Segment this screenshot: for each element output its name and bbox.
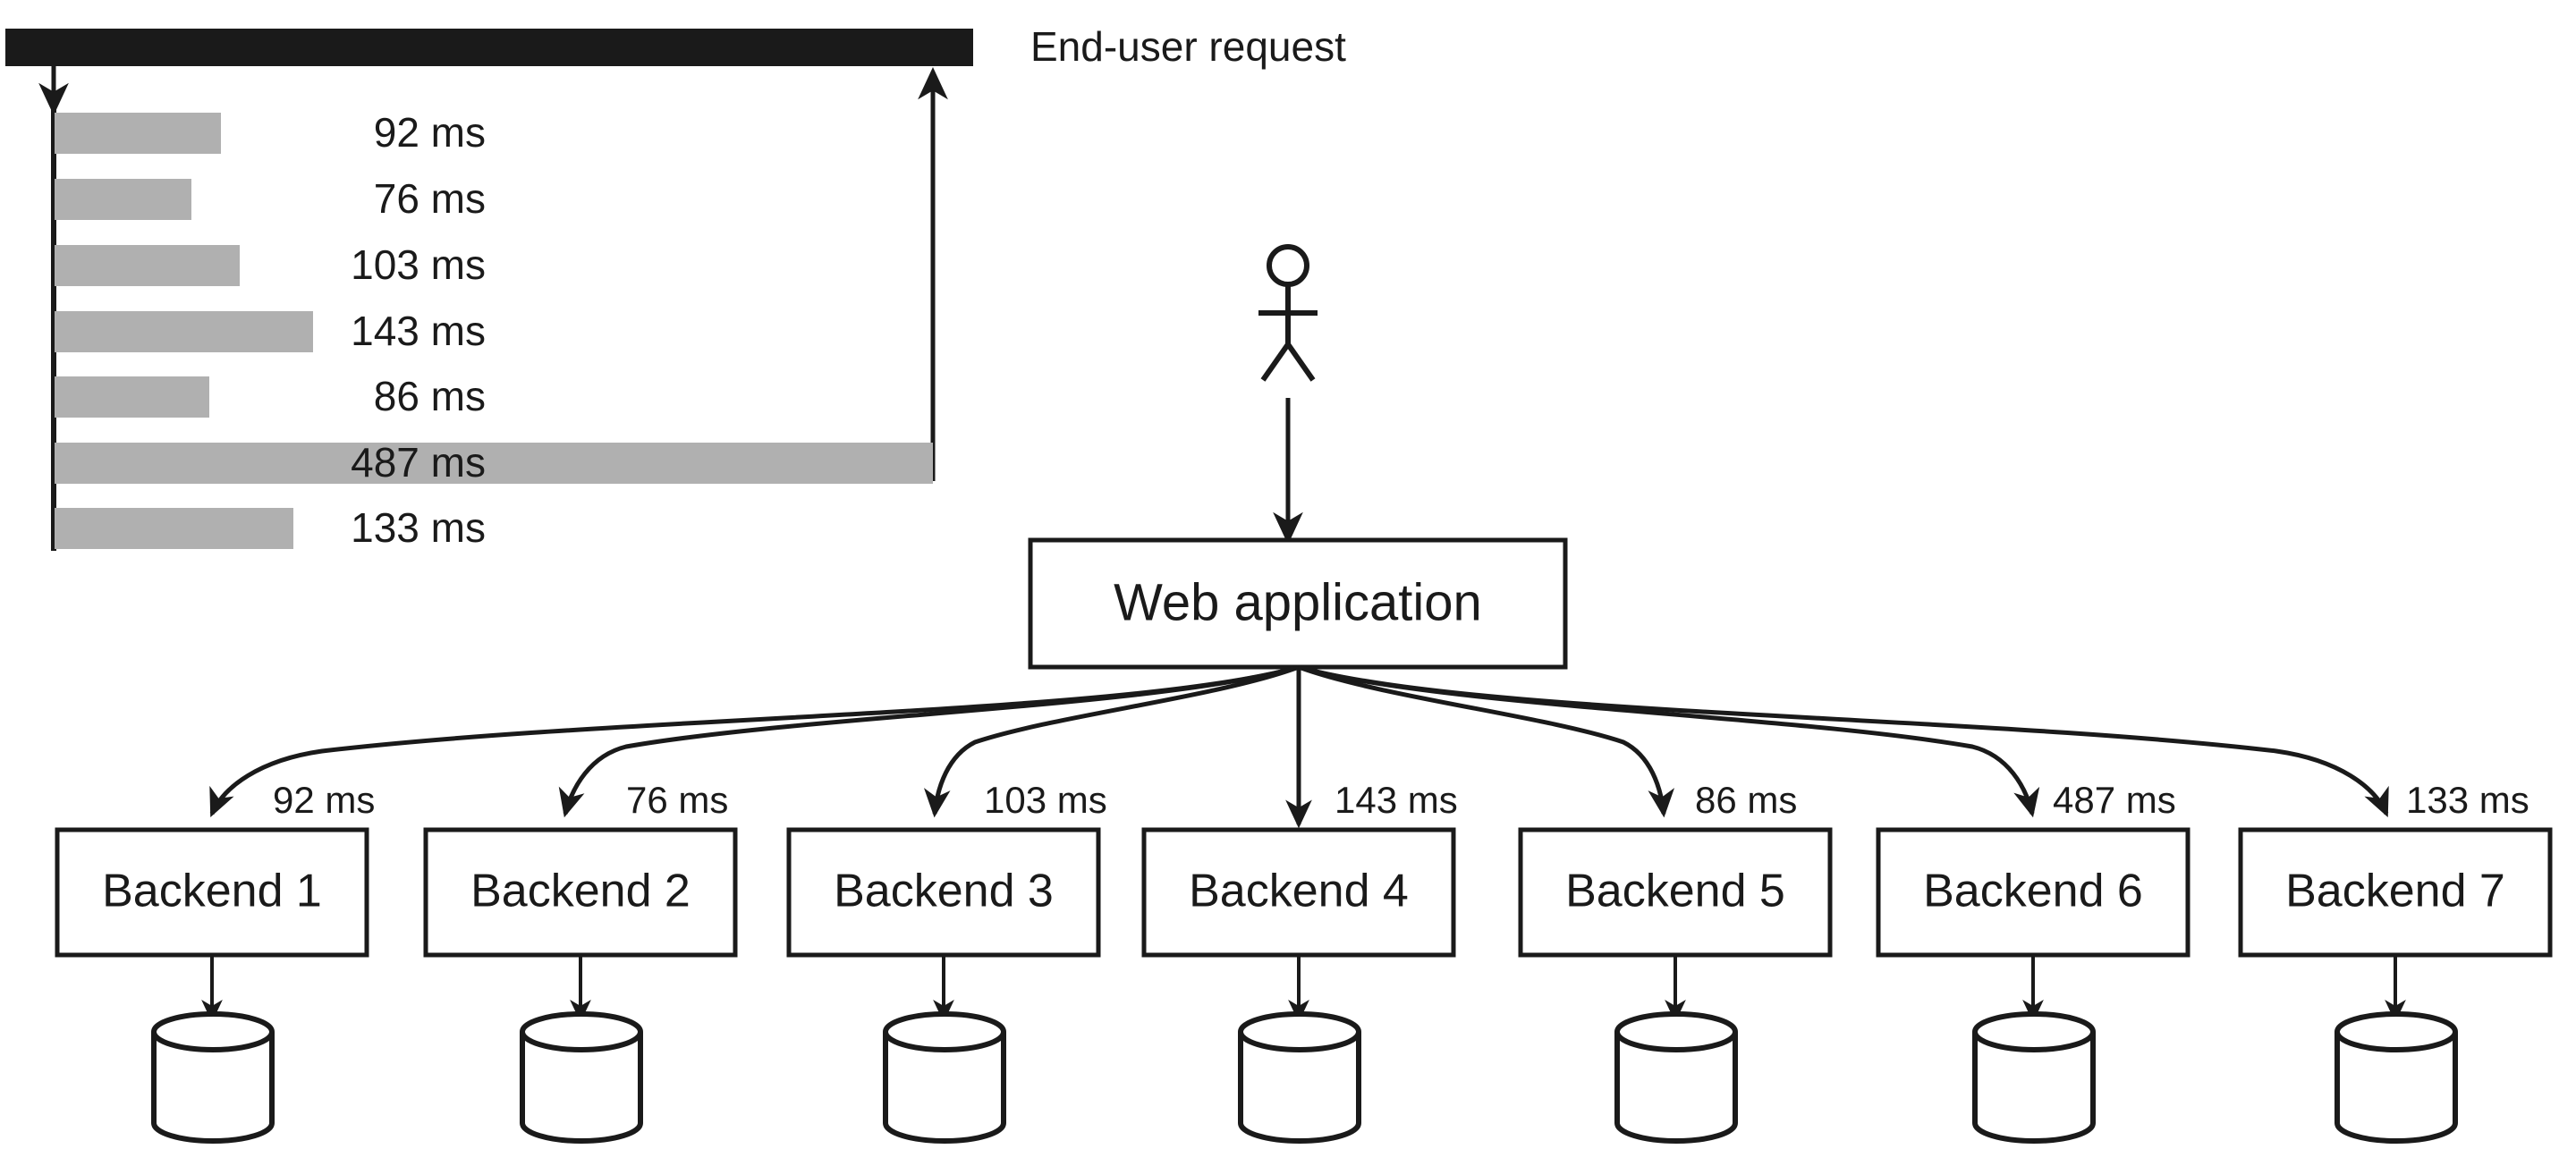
edge-latency-label: 133 ms bbox=[2406, 779, 2529, 821]
timeline-bar-label: 92 ms bbox=[374, 109, 486, 156]
webapp-label: Web application bbox=[1114, 573, 1482, 631]
database-cylinder-top bbox=[520, 1011, 643, 1052]
timeline-bar bbox=[55, 311, 313, 352]
webapp-to-backends-edges bbox=[209, 664, 2389, 829]
timeline-bar-label: 133 ms bbox=[351, 504, 486, 551]
database-cylinder-icon[interactable] bbox=[883, 1032, 1006, 1144]
webapp-node[interactable]: Web application bbox=[1028, 537, 1568, 670]
backend-node-4[interactable]: Backend 4 bbox=[1141, 827, 1456, 958]
end-user-actor bbox=[1258, 244, 1318, 545]
backend-box[interactable] bbox=[423, 827, 738, 958]
edge-latency-label: 86 ms bbox=[1695, 779, 1797, 821]
backend-node-1[interactable]: Backend 1 bbox=[55, 827, 369, 958]
database-3[interactable] bbox=[883, 1011, 1006, 1144]
timeline-bar-label: 76 ms bbox=[374, 175, 486, 222]
backend-node-5[interactable]: Backend 5 bbox=[1518, 827, 1833, 958]
backend-box[interactable] bbox=[1876, 827, 2190, 958]
backend-nodes: Backend 1 Backend 2 Backend 3 Backend 4 … bbox=[55, 827, 2553, 958]
backend-label: Backend 5 bbox=[1565, 866, 1785, 917]
database-4[interactable] bbox=[1238, 1011, 1361, 1144]
edge-latency-label: 487 ms bbox=[2053, 779, 2176, 821]
backend-label: Backend 7 bbox=[2285, 866, 2505, 917]
edge-latency-label: 103 ms bbox=[984, 779, 1107, 821]
backend-node-6[interactable]: Backend 6 bbox=[1876, 827, 2190, 958]
database-cylinder-icon[interactable] bbox=[1972, 1032, 2096, 1144]
edge-to-backend-3 bbox=[923, 664, 1300, 818]
timeline-bar bbox=[55, 245, 240, 286]
database-6[interactable] bbox=[1972, 1011, 2096, 1144]
edge-to-backend-7 bbox=[1298, 664, 2389, 818]
database-7[interactable] bbox=[2334, 1011, 2458, 1144]
total-request-bar bbox=[5, 29, 973, 66]
database-nodes bbox=[151, 1011, 2458, 1144]
backend-label: Backend 3 bbox=[834, 866, 1054, 917]
end-user-request-label: End-user request bbox=[1030, 23, 1346, 70]
database-cylinder-icon[interactable] bbox=[151, 1032, 275, 1144]
edge-latency-label: 143 ms bbox=[1335, 779, 1458, 821]
timeline-bar-label: 487 ms bbox=[351, 439, 486, 486]
backend-node-7[interactable]: Backend 7 bbox=[2238, 827, 2553, 958]
database-cylinder-icon[interactable] bbox=[520, 1032, 643, 1144]
edge-to-backend-5 bbox=[1298, 664, 1675, 818]
database-cylinder-top bbox=[883, 1011, 1006, 1052]
database-cylinder-icon[interactable] bbox=[1238, 1032, 1361, 1144]
timeline-bar bbox=[55, 376, 209, 418]
database-cylinder-icon[interactable] bbox=[1614, 1032, 1738, 1144]
edge-latency-labels: 92 ms 76 ms 103 ms 143 ms 86 ms 487 ms 1… bbox=[273, 779, 2529, 821]
database-cylinder-top bbox=[1972, 1011, 2096, 1052]
timeline-bar bbox=[55, 508, 293, 549]
database-cylinder-top bbox=[2334, 1011, 2458, 1052]
timeline-bar-label: 103 ms bbox=[351, 241, 486, 288]
database-cylinder-top bbox=[151, 1011, 275, 1052]
backend-node-2[interactable]: Backend 2 bbox=[423, 827, 738, 958]
edge-to-backend-2 bbox=[558, 664, 1300, 818]
database-1[interactable] bbox=[151, 1011, 275, 1144]
database-cylinder-top bbox=[1614, 1011, 1738, 1052]
backend-to-database-edges bbox=[201, 955, 2406, 1023]
backend-box[interactable] bbox=[1141, 827, 1456, 958]
timeline-bar bbox=[55, 113, 221, 154]
backend-box[interactable] bbox=[2238, 827, 2553, 958]
backend-label: Backend 1 bbox=[102, 866, 322, 917]
timeline-bar bbox=[55, 443, 933, 484]
backend-label: Backend 2 bbox=[470, 866, 691, 917]
edge-latency-label: 76 ms bbox=[626, 779, 728, 821]
backend-node-3[interactable]: Backend 3 bbox=[786, 827, 1101, 958]
actor-leg-left bbox=[1260, 342, 1291, 382]
actor-leg-right bbox=[1285, 342, 1316, 382]
database-5[interactable] bbox=[1614, 1011, 1738, 1144]
latency-timeline: 92 ms 76 ms 103 ms 143 ms 86 ms 487 ms 1… bbox=[5, 23, 1346, 551]
database-2[interactable] bbox=[520, 1011, 643, 1144]
database-cylinder-top bbox=[1238, 1011, 1361, 1052]
timeline-bar bbox=[55, 179, 191, 220]
database-cylinder-icon[interactable] bbox=[2334, 1032, 2458, 1144]
edge-latency-label: 92 ms bbox=[273, 779, 375, 821]
timeline-bar-label: 86 ms bbox=[374, 373, 486, 419]
backend-label: Backend 6 bbox=[1923, 866, 2143, 917]
actor-head-icon bbox=[1267, 244, 1309, 287]
backend-label: Backend 4 bbox=[1189, 866, 1409, 917]
timeline-bar-label: 143 ms bbox=[351, 308, 486, 354]
